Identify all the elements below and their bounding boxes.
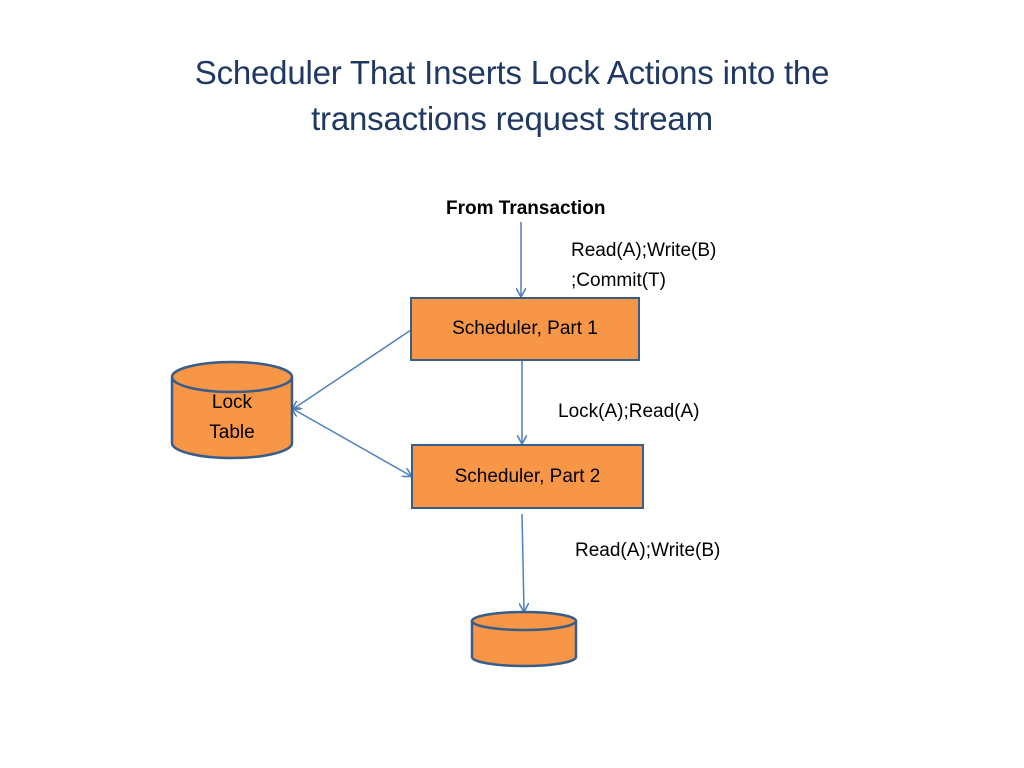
slide-title-line-1: Scheduler That Inserts Lock Actions into… xyxy=(194,54,830,91)
slide-title: Scheduler That Inserts Lock Actions into… xyxy=(112,50,912,142)
lock-table-line-1: Lock xyxy=(211,392,253,413)
scheduler-part-2-box: Scheduler, Part 2 xyxy=(411,444,644,509)
middle-stream-label: Lock(A);Read(A) xyxy=(558,401,700,422)
slide-title-line-2: transactions request stream xyxy=(311,100,713,137)
input-stream-label: Read(A);Write(B) ;Commit(T) xyxy=(571,236,716,296)
from-transaction-label: From Transaction xyxy=(446,198,606,219)
scheduler-part-1-label: Scheduler, Part 1 xyxy=(452,318,598,339)
lock-table-line-2: Table xyxy=(209,422,255,443)
database-cylinder xyxy=(470,610,578,668)
output-stream-label: Read(A);Write(B) xyxy=(575,540,721,561)
arrow-lock-table-part2 xyxy=(293,409,411,476)
arrow-part1-to-lock-table xyxy=(293,329,412,409)
scheduler-part-2-label: Scheduler, Part 2 xyxy=(454,465,601,487)
scheduler-part-1-box: Scheduler, Part 1 xyxy=(410,297,640,361)
input-stream-line-2: ;Commit(T) xyxy=(571,270,666,291)
lock-table-cylinder xyxy=(170,360,294,460)
lock-table-label: Lock Table xyxy=(172,388,292,448)
input-stream-line-1: Read(A);Write(B) xyxy=(571,240,717,261)
arrow-part2-to-database xyxy=(522,513,524,611)
